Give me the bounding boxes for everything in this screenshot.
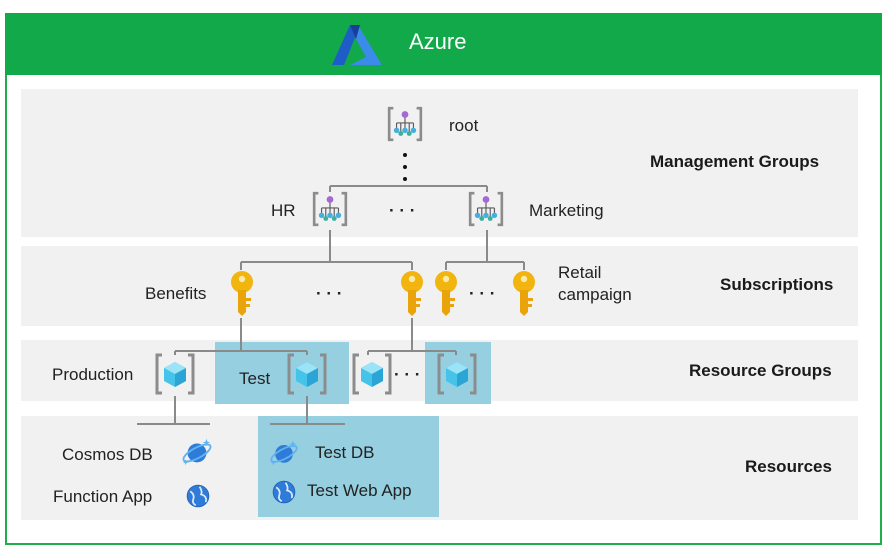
root-label: root: [449, 116, 479, 135]
test-resource-group-icon: [285, 352, 329, 396]
marketing-label: Marketing: [529, 201, 604, 220]
resource-groups-ellipsis: · · ·: [394, 365, 421, 384]
tier-label-resources: Resources: [745, 457, 832, 476]
test-db-icon: [268, 437, 300, 469]
header-title: Azure: [409, 29, 467, 54]
tier-label-management-groups: Management Groups: [650, 152, 820, 171]
retail-campaign-subscription-key-icon: [511, 270, 537, 316]
subscriptions-ellipsis-1: · · ·: [316, 284, 343, 303]
hr-label: HR: [271, 201, 296, 220]
management-groups-ellipsis: · · ·: [389, 201, 416, 220]
tier-label-resource-groups: Resource Groups: [689, 361, 832, 380]
highlight-test-resource-group: [215, 342, 349, 404]
resource-group-icon-3: [350, 352, 394, 396]
benefits-subscription-key-icon: [229, 270, 255, 316]
test-db-label: Test DB: [315, 443, 375, 462]
retail-campaign-label: Retail campaign: [558, 263, 632, 305]
cosmos-db-label: Cosmos DB: [62, 445, 153, 464]
resource-group-icon-4: [435, 352, 479, 396]
cosmos-db-icon: [180, 435, 214, 469]
function-app-icon: [184, 482, 212, 510]
function-app-label: Function App: [53, 487, 153, 506]
root-management-group-icon: [386, 105, 424, 143]
subscription-key-icon-2: [399, 270, 425, 316]
azure-logo-icon: [332, 25, 382, 65]
production-label: Production: [52, 365, 134, 384]
subscriptions-ellipsis-2: · · ·: [469, 284, 496, 303]
benefits-label: Benefits: [145, 284, 207, 303]
hr-management-group-icon: [311, 190, 349, 228]
band-management-groups: [21, 89, 858, 237]
marketing-management-group-icon: [467, 190, 505, 228]
subscription-key-icon-3: [433, 270, 459, 316]
test-web-app-label: Test Web App: [307, 481, 412, 500]
production-resource-group-icon: [153, 352, 197, 396]
azure-header: [5, 13, 882, 75]
test-label: Test: [239, 369, 271, 388]
test-web-app-icon: [270, 478, 298, 506]
band-resources: [21, 416, 858, 520]
tier-label-subscriptions: Subscriptions: [720, 275, 834, 294]
